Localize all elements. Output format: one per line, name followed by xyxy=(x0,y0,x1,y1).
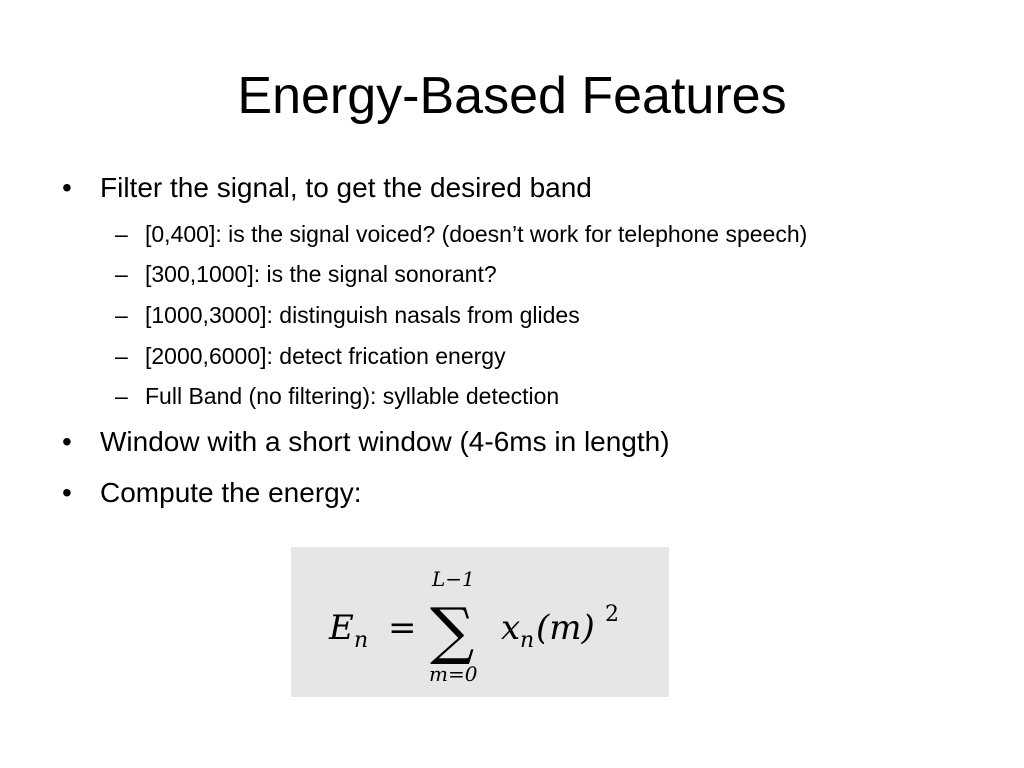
bullet-icon: • xyxy=(62,477,72,508)
bullet-text: Compute the energy: xyxy=(100,477,362,508)
sub-bullet-item: – [1000,3000]: distinguish nasals from g… xyxy=(115,301,580,329)
equation-lower-limit: m=0 xyxy=(429,662,478,686)
bullet-item-window: • Window with a short window (4-6ms in l… xyxy=(62,425,670,459)
equation-equals: = xyxy=(388,608,417,648)
sub-bullet-text: [0,400]: is the signal voiced? (doesn’t … xyxy=(145,221,808,247)
sub-bullet-item: – [2000,6000]: detect frication energy xyxy=(115,342,506,370)
sub-bullet-text: [1000,3000]: distinguish nasals from gli… xyxy=(145,302,580,328)
equation-term-argument: (m) xyxy=(536,608,595,648)
bullet-item-compute: • Compute the energy: xyxy=(62,476,362,510)
bullet-item-filter: • Filter the signal, to get the desired … xyxy=(62,171,592,205)
equation-upper-limit: L−1 xyxy=(431,567,475,591)
energy-equation-image: E n = L−1 ∑ m=0 x n (m) 2 xyxy=(291,547,669,697)
sub-bullet-item: – Full Band (no filtering): syllable det… xyxy=(115,382,560,410)
slide-title: Energy-Based Features xyxy=(237,67,787,125)
sub-bullet-item: – [300,1000]: is the signal sonorant? xyxy=(115,260,497,288)
bullet-text: Window with a short window (4-6ms in len… xyxy=(100,426,670,457)
sub-bullet-text: [2000,6000]: detect frication energy xyxy=(145,343,506,369)
equation-sum-symbol: ∑ xyxy=(430,594,474,667)
sub-bullet-item: – [0,400]: is the signal voiced? (doesn’… xyxy=(115,220,808,248)
sub-bullet-text: Full Band (no filtering): syllable detec… xyxy=(145,383,560,409)
equation-lhs: E xyxy=(328,608,354,648)
equation-svg: E n = L−1 ∑ m=0 x n (m) 2 xyxy=(328,567,619,686)
sub-bullet-text: [300,1000]: is the signal sonorant? xyxy=(145,261,497,287)
equation-term: x xyxy=(501,608,520,648)
equation-lhs-subscript: n xyxy=(354,628,368,653)
dash-icon: – xyxy=(115,221,128,247)
bullet-text: Filter the signal, to get the desired ba… xyxy=(100,172,592,203)
dash-icon: – xyxy=(115,302,128,328)
dash-icon: – xyxy=(115,383,128,409)
equation-exponent: 2 xyxy=(605,602,619,627)
equation-term-subscript: n xyxy=(520,628,534,653)
bullet-icon: • xyxy=(62,426,72,457)
bullet-icon: • xyxy=(62,172,72,203)
dash-icon: – xyxy=(115,343,128,369)
dash-icon: – xyxy=(115,261,128,287)
